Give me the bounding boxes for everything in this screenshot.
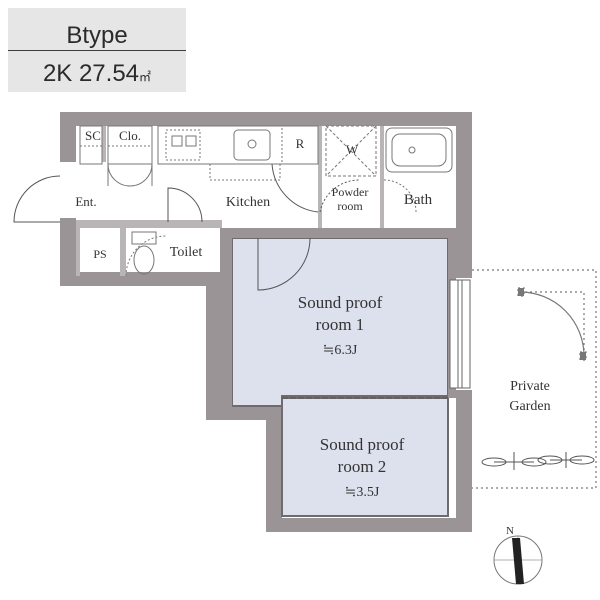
compass-icon: N <box>493 525 543 585</box>
powder-room-label-line1: Powder <box>332 185 369 199</box>
toilet-label: Toilet <box>170 245 203 260</box>
storage-details <box>79 125 153 187</box>
closet-label: Clo. <box>119 128 141 143</box>
bath-label: Bath <box>404 192 433 208</box>
garden-area <box>472 269 597 489</box>
room2-label-line1: Sound proof <box>320 435 405 454</box>
kitchen-counter <box>157 125 319 181</box>
room1-size: ≒6.3J <box>323 343 358 358</box>
toilet-fixture <box>125 231 167 277</box>
kitchen-label: Kitchen <box>226 195 270 210</box>
room1-label-line2: room 1 <box>316 315 365 334</box>
header-divider <box>8 50 186 51</box>
ps-label: PS <box>93 247 106 261</box>
type-label: Btype <box>66 22 128 49</box>
bicycle-icon <box>481 452 595 470</box>
garden-label-line2: Garden <box>509 399 550 414</box>
garden-label-line1: Private <box>510 379 550 394</box>
entrance-label: Ent. <box>75 194 96 209</box>
bathtub <box>383 127 453 213</box>
plan-header: Btype 2K 27.54㎡ <box>8 8 186 92</box>
appliance-spaces <box>281 125 377 177</box>
area-label: 2K 27.54㎡ <box>8 60 186 88</box>
north-label: N <box>506 525 514 537</box>
outer-walls <box>60 112 472 532</box>
sc-label: SC <box>85 128 101 143</box>
area-value: 2K 27.54 <box>42 60 140 87</box>
area-unit: ㎡ <box>139 70 152 84</box>
room1-window <box>449 279 471 389</box>
powder-room-label-line2: room <box>337 199 363 213</box>
room2-size: ≒3.5J <box>345 485 380 500</box>
doors <box>13 163 448 399</box>
room2-label-line2: room 2 <box>338 457 387 476</box>
room1-label-line1: Sound proof <box>298 293 383 312</box>
refrigerator-label: R <box>296 136 305 151</box>
washer-label: W <box>346 142 359 157</box>
